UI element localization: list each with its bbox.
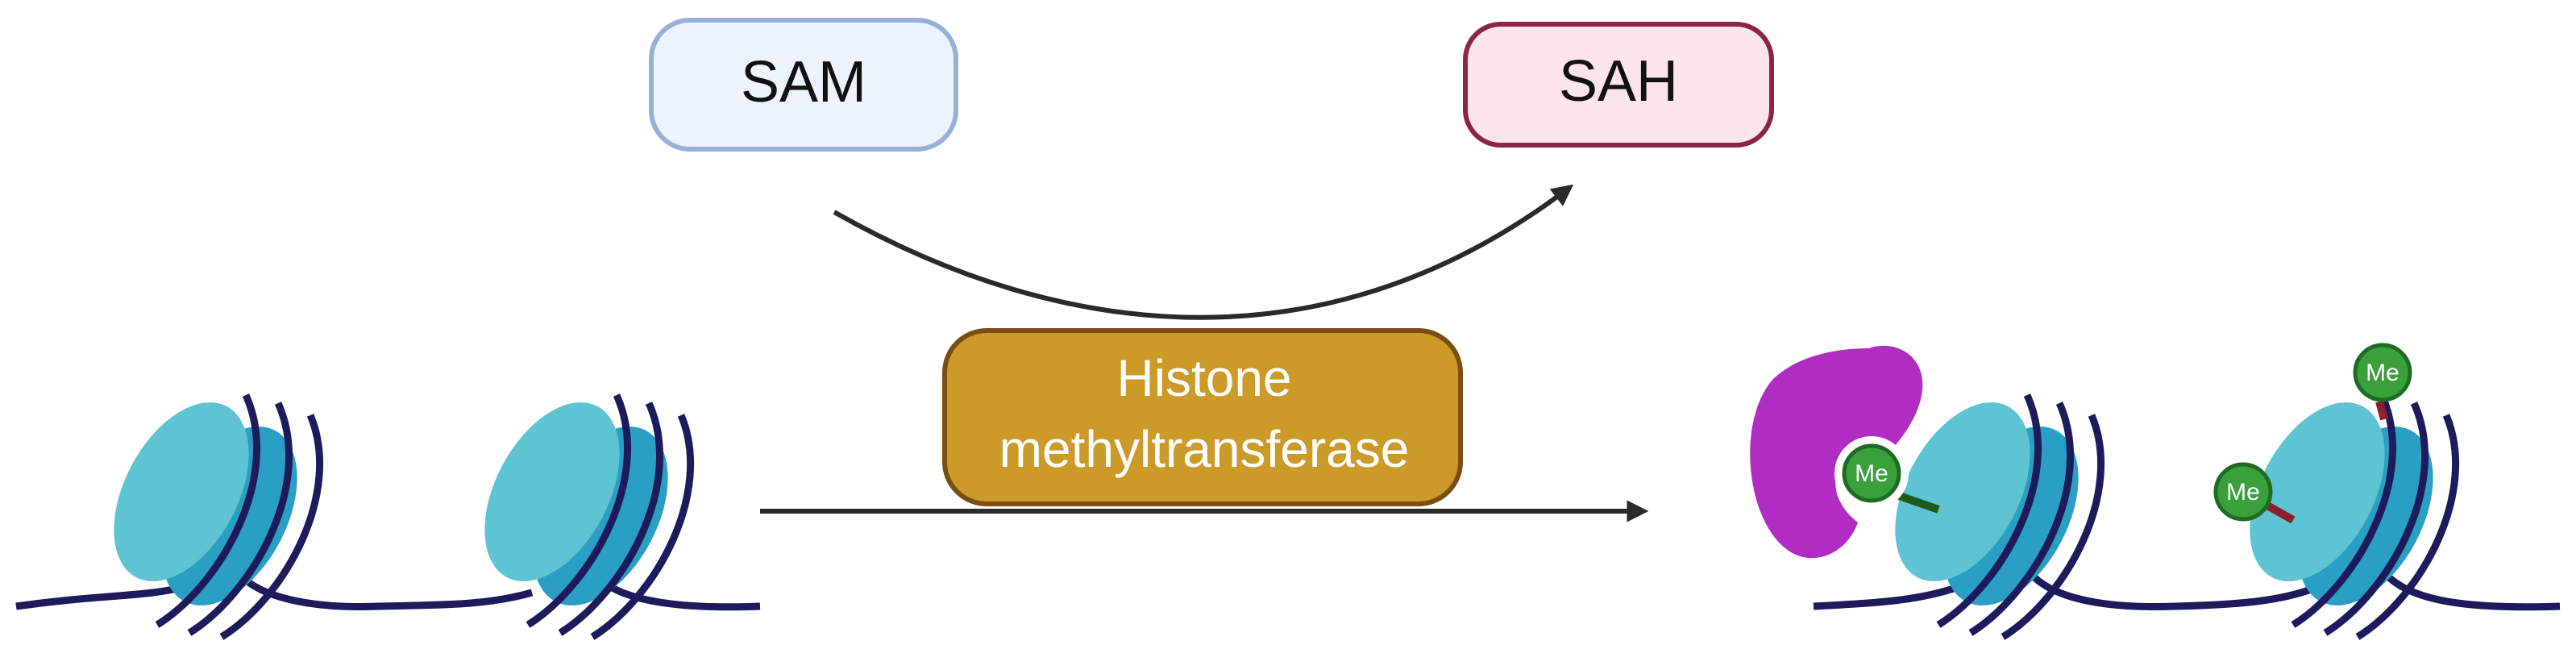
methyl-mark-1: Me: [1834, 436, 1909, 510]
sam-to-sah-arrow: [833, 184, 1574, 320]
methyl-mark-3-label: Me: [2366, 360, 2399, 386]
methylated-chromatin: Me Me Me: [1750, 343, 2561, 637]
methyl-mark-1-label: Me: [1855, 460, 1888, 487]
sah-box-shape: [1463, 22, 1774, 148]
methyl-mark-3: Me: [2353, 343, 2412, 402]
sam-label: SAM: [741, 50, 866, 114]
enzyme-label-line1: Histone: [1117, 349, 1292, 407]
methyl-link-3: [2375, 400, 2388, 421]
enzyme-box-shape: [942, 328, 1463, 506]
methyl-mark-2-label: Me: [2226, 479, 2260, 506]
sah-label: SAH: [1559, 49, 1678, 114]
sam-box: SAM: [649, 18, 958, 152]
methyl-mark-2: Me: [2213, 462, 2273, 522]
enzyme-box: Histone methyltransferase: [942, 328, 1463, 506]
sam-box-shape: [649, 18, 958, 152]
reader-protein: [1750, 345, 1923, 559]
enzyme-label-line2: methyltransferase: [999, 420, 1410, 478]
unmodified-chromatin: [15, 380, 761, 637]
sah-box: SAH: [1463, 22, 1774, 148]
dna-strand-right: [1813, 571, 2561, 611]
